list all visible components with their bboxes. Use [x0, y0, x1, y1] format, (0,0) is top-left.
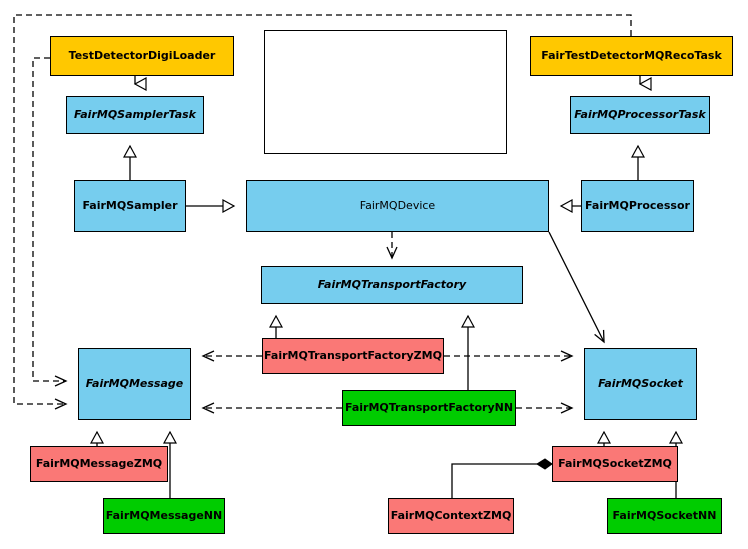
class-box-fairmqsamplertask[interactable]: FairMQSamplerTask — [66, 96, 204, 134]
class-label: FairMQMessageNN — [105, 508, 223, 522]
edge-digiloader-message — [32, 57, 68, 387]
class-box-fairmqsocketnn[interactable]: FairMQSocketNN — [607, 498, 722, 534]
class-box-fairmqsocketzmq[interactable]: FairMQSocketZMQ — [552, 446, 678, 482]
class-label: FairMQTransportFactoryNN — [344, 400, 514, 414]
edge-sockzmq-contextzmq — [451, 458, 553, 498]
class-box-fairmqmessagenn[interactable]: FairMQMessageNN — [103, 498, 225, 534]
legend-panel — [264, 30, 507, 154]
class-box-fairmqdevice[interactable]: FairMQDevice — [246, 180, 549, 232]
class-label: FairMQTransportFactoryZMQ — [264, 348, 442, 362]
edge-device-socket — [548, 231, 605, 344]
class-box-fairmqprocessortask[interactable]: FairMQProcessorTask — [570, 96, 710, 134]
class-box-testdetectordigiloader[interactable]: TestDetectorDigiLoader — [50, 36, 234, 76]
class-label: FairMQSampler — [82, 198, 178, 212]
edge-recotask-message — [13, 14, 632, 410]
class-label: FairMQMessageZMQ — [35, 456, 163, 470]
class-box-fairmqcontextzmq[interactable]: FairMQContextZMQ — [388, 498, 514, 534]
class-label: FairMQProcessor — [585, 198, 690, 212]
class-label: FairMQSocketZMQ — [558, 456, 672, 470]
class-label: TestDetectorDigiLoader — [68, 48, 216, 62]
class-label: FairMQTransportFactory — [317, 277, 467, 291]
class-label: FairMQContextZMQ — [390, 508, 512, 522]
class-box-fairmqsampler[interactable]: FairMQSampler — [74, 180, 186, 232]
class-box-fairtestdetectormqrecotask[interactable]: FairTestDetectorMQRecoTask — [530, 36, 733, 76]
class-box-fairmqsocket[interactable]: FairMQSocket — [584, 348, 697, 420]
class-box-fairmqtransportfactoryzmq[interactable]: FairMQTransportFactoryZMQ — [262, 338, 444, 374]
class-box-fairmqmessagezmq[interactable]: FairMQMessageZMQ — [30, 446, 168, 482]
class-box-fairmqtransportfactory[interactable]: FairMQTransportFactory — [261, 266, 523, 304]
class-label: FairMQProcessorTask — [574, 107, 706, 121]
class-box-fairmqtransportfactorynn[interactable]: FairMQTransportFactoryNN — [342, 390, 516, 426]
class-label: FairMQSocketNN — [612, 508, 717, 522]
class-label: FairMQSamplerTask — [74, 107, 196, 121]
class-box-fairmqprocessor[interactable]: FairMQProcessor — [581, 180, 694, 232]
class-label: FairMQMessage — [85, 376, 184, 390]
class-label: FairMQSocket — [598, 376, 683, 390]
class-label: FairMQDevice — [359, 198, 436, 212]
class-box-fairmqmessage[interactable]: FairMQMessage — [78, 348, 191, 420]
class-label: FairTestDetectorMQRecoTask — [541, 48, 722, 62]
